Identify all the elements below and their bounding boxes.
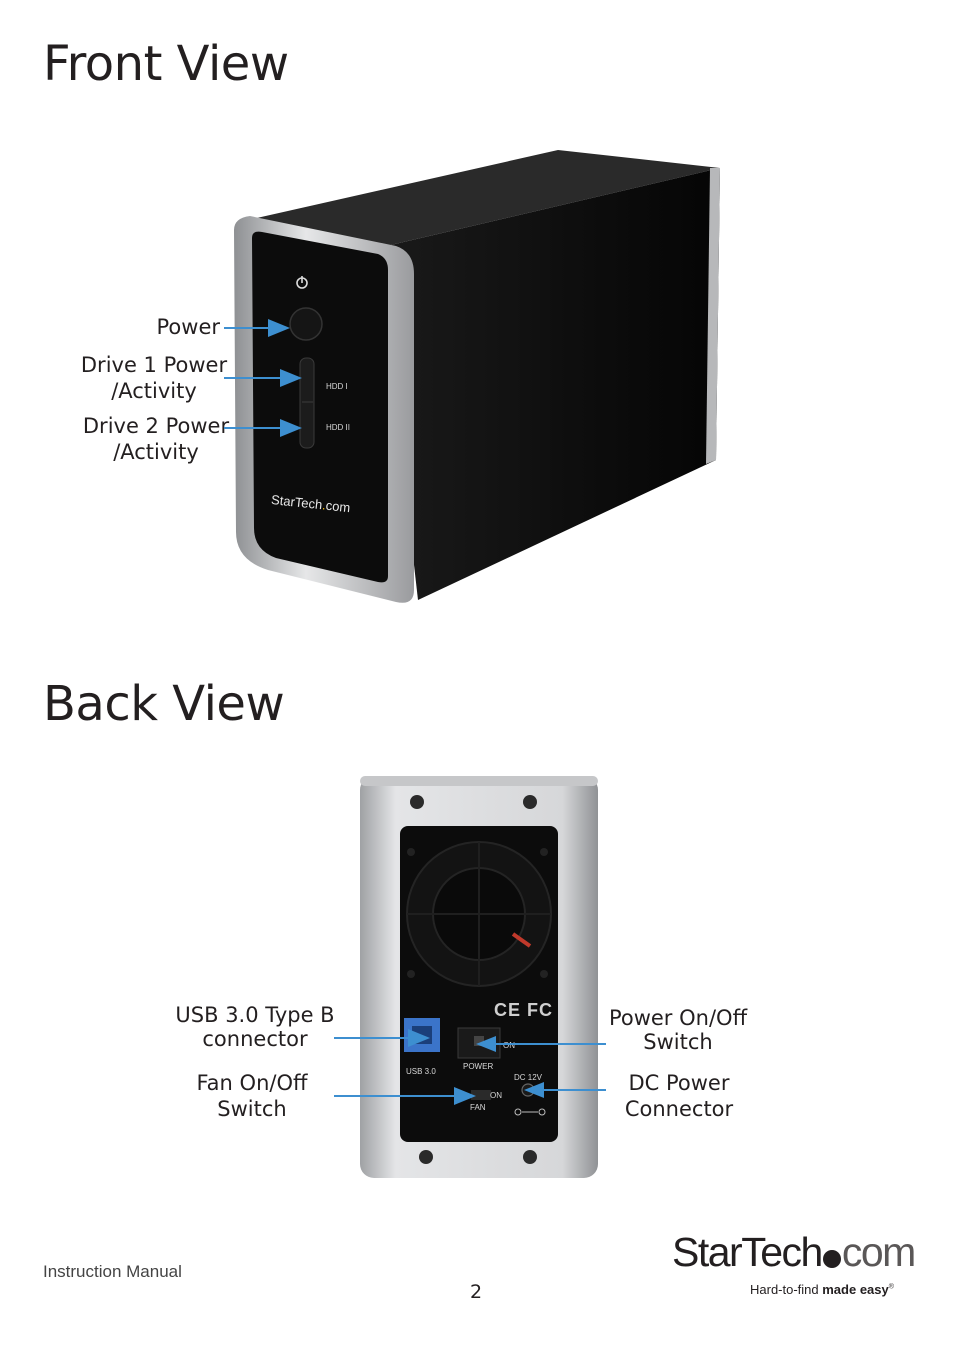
power-marking: POWER — [463, 1062, 494, 1071]
back-view-title: Back View — [43, 676, 285, 732]
hdd1-marking: HDD I — [326, 382, 348, 391]
usb-arrow — [334, 1037, 410, 1039]
drive2-label: Drive 2 Power /Activity — [82, 414, 230, 464]
usb-label: USB 3.0 Type B connector — [175, 1003, 335, 1051]
fan-label: Fan On/Off Switch — [196, 1071, 308, 1121]
fan-marking: FAN — [470, 1103, 486, 1112]
certification-marks: CE FC — [494, 1000, 553, 1020]
fan-arrow-head — [454, 1087, 476, 1105]
dc-marking: DC 12V — [514, 1073, 543, 1082]
power-switch-arrow-head — [476, 1036, 496, 1052]
fan-on-marking: ON — [490, 1091, 502, 1100]
page-number: 2 — [470, 1281, 483, 1303]
drive1-arrow — [224, 377, 282, 379]
drive2-arrow — [224, 427, 282, 429]
front-enclosure-image — [234, 150, 720, 603]
power-on-marking: ON — [503, 1041, 515, 1050]
fan-arrow — [334, 1095, 456, 1097]
power-switch-arrow — [494, 1043, 606, 1045]
footer-manual-title: Instruction Manual — [43, 1262, 182, 1281]
drive2-arrow-head — [280, 419, 302, 437]
dc-power-arrow-head — [524, 1082, 544, 1098]
hdd2-marking: HDD II — [326, 423, 350, 432]
power-arrow-head — [268, 319, 290, 337]
power-arrow — [224, 327, 270, 329]
logo-dot — [822, 1250, 841, 1268]
dc-power-label: DC Power Connector — [624, 1071, 734, 1121]
front-view-title: Front View — [43, 36, 289, 92]
logo-tagline: Hard-to-find made easy® — [750, 1282, 894, 1297]
dc-power-arrow — [542, 1089, 606, 1091]
usb-arrow-head — [408, 1029, 430, 1047]
drive1-label: Drive 1 Power /Activity — [80, 353, 228, 403]
power-label: Power — [156, 315, 221, 339]
back-enclosure-image — [360, 776, 598, 1178]
power-switch-label: Power On/Off Switch — [608, 1006, 748, 1054]
drive1-arrow-head — [280, 369, 302, 387]
usb-marking: USB 3.0 — [406, 1067, 436, 1076]
